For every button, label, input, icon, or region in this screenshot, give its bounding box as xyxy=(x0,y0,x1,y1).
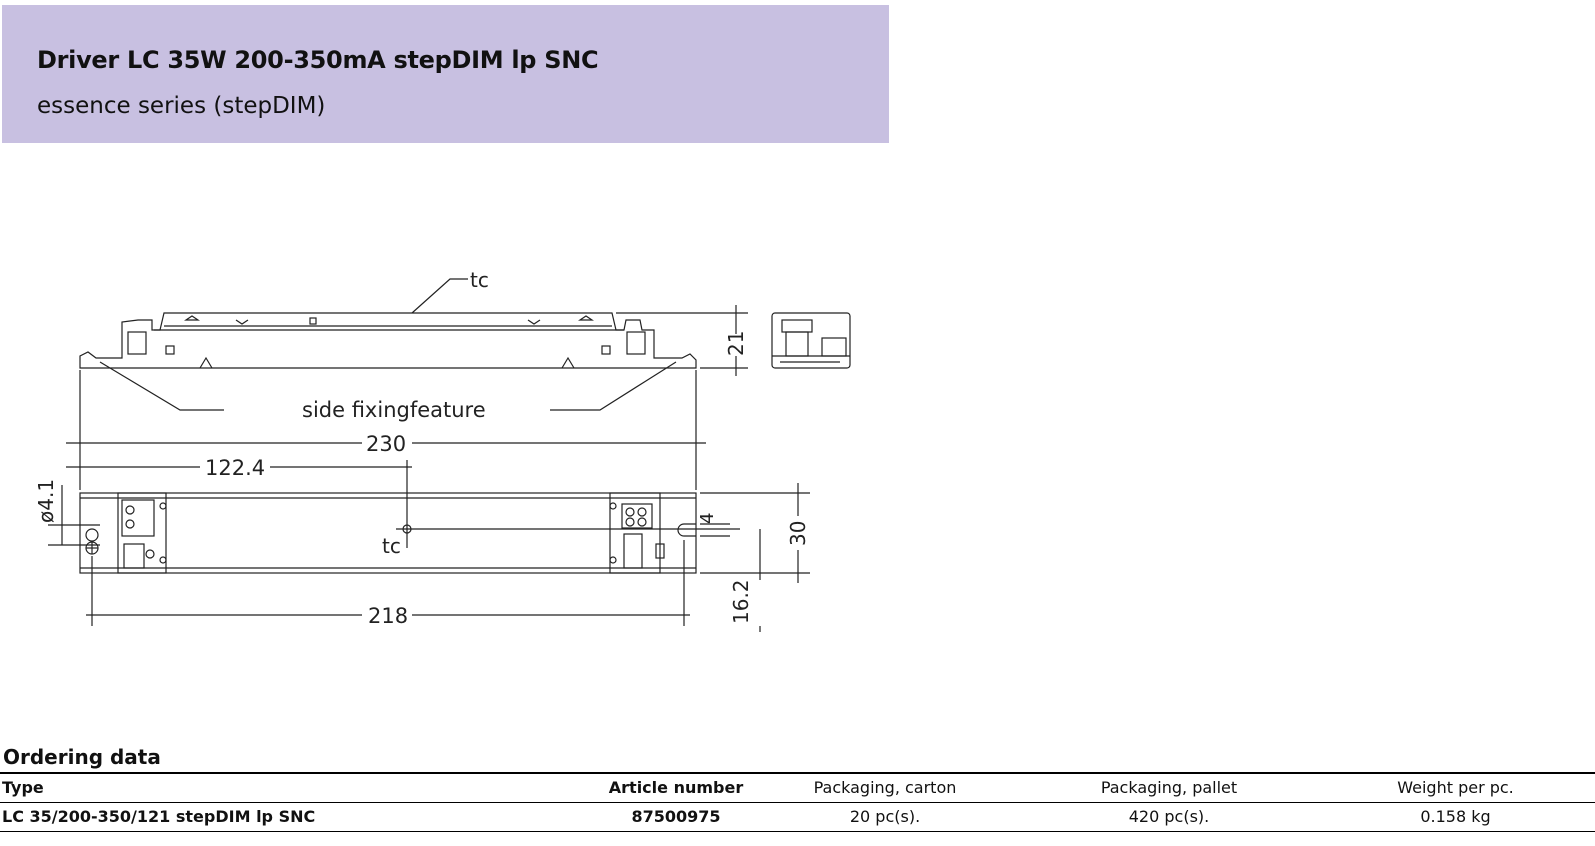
dim-hole-offset-16-2: 16.2 xyxy=(729,579,753,624)
cell-packaging-carton: 20 pc(s). xyxy=(849,807,921,826)
dim-width-30: 30 xyxy=(786,521,810,546)
column-header-type: Type xyxy=(2,778,44,797)
end-view xyxy=(771,312,851,369)
cell-packaging-pallet: 420 pc(s). xyxy=(1128,807,1210,826)
product-title: Driver LC 35W 200-350mA stepDIM lp SNC xyxy=(37,46,599,74)
tc-label-top: tc xyxy=(470,268,489,292)
side-view-outline xyxy=(79,312,697,369)
ordering-table: Type Article number Packaging, carton Pa… xyxy=(0,772,1595,832)
column-header-article-number: Article number xyxy=(608,778,744,797)
dim-hole-diameter: ø4.1 xyxy=(34,479,58,523)
dim-length-230: 230 xyxy=(366,432,406,456)
product-series: essence series (stepDIM) xyxy=(37,93,326,119)
dim-slot-4: 4 xyxy=(697,513,718,524)
tc-label-bottom: tc xyxy=(382,534,401,558)
table-header-row: Type Article number Packaging, carton Pa… xyxy=(0,773,1595,803)
dim-tc-offset-122-4: 122.4 xyxy=(205,456,265,480)
top-view-outline xyxy=(79,492,697,574)
dim-height-21: 21 xyxy=(724,331,748,356)
column-header-packaging-pallet: Packaging, pallet xyxy=(1100,778,1238,797)
column-header-packaging-carton: Packaging, carton xyxy=(813,778,957,797)
cell-weight: 0.158 kg xyxy=(1420,807,1491,826)
column-header-weight: Weight per pc. xyxy=(1397,778,1514,797)
product-header: Driver LC 35W 200-350mA stepDIM lp SNC e… xyxy=(2,5,889,143)
side-fixing-label: side fixingfeature xyxy=(302,398,486,422)
cell-type: LC 35/200-350/121 stepDIM lp SNC xyxy=(2,807,316,826)
cell-article-number: 87500975 xyxy=(631,807,721,826)
table-row: LC 35/200-350/121 stepDIM lp SNC 8750097… xyxy=(0,803,1595,832)
ordering-data-heading: Ordering data xyxy=(3,745,161,769)
dim-hole-spacing-218: 218 xyxy=(368,604,408,628)
